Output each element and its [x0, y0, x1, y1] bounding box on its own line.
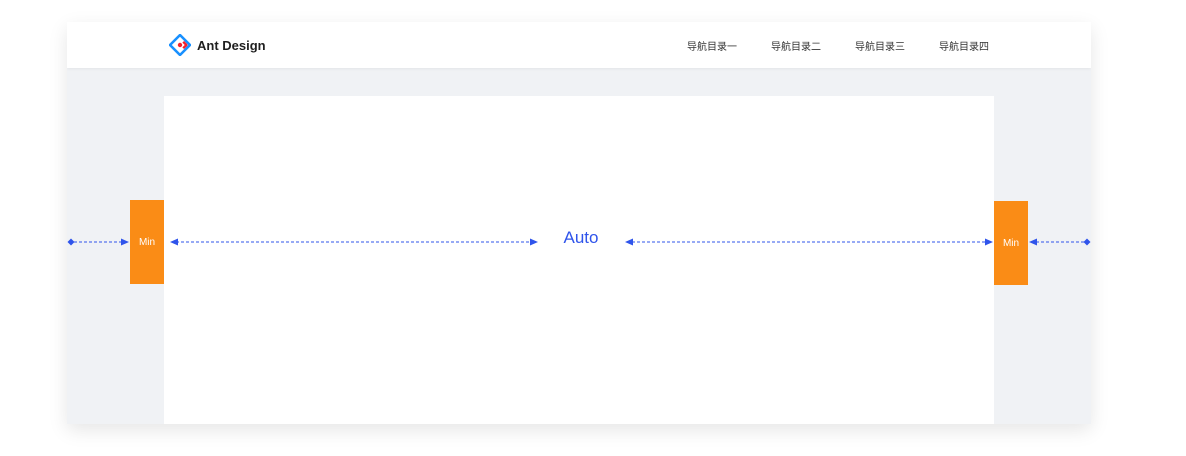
top-header: Ant Design 导航目录一 导航目录二 导航目录三 导航目录四	[67, 22, 1091, 68]
min-label-right: Min	[1002, 237, 1020, 249]
min-spacing-block-left: Min	[130, 200, 164, 284]
top-nav: 导航目录一 导航目录二 导航目录三 导航目录四	[687, 22, 1023, 68]
min-spacing-block-right: Min	[994, 201, 1028, 285]
nav-item-2[interactable]: 导航目录二	[771, 41, 821, 53]
brand-name: Ant Design	[197, 37, 266, 53]
layout-frame: Ant Design 导航目录一 导航目录二 导航目录三 导航目录四	[67, 22, 1091, 424]
nav-item-1[interactable]: 导航目录一	[687, 41, 737, 53]
brand-logo[interactable]: Ant Design	[169, 33, 266, 57]
nav-item-3[interactable]: 导航目录三	[855, 41, 905, 53]
nav-item-4[interactable]: 导航目录四	[939, 41, 989, 53]
auto-spacing-label: Auto	[563, 228, 599, 247]
ant-design-logo-icon	[169, 34, 191, 56]
content-area	[164, 96, 994, 424]
min-label-left: Min	[138, 236, 156, 248]
